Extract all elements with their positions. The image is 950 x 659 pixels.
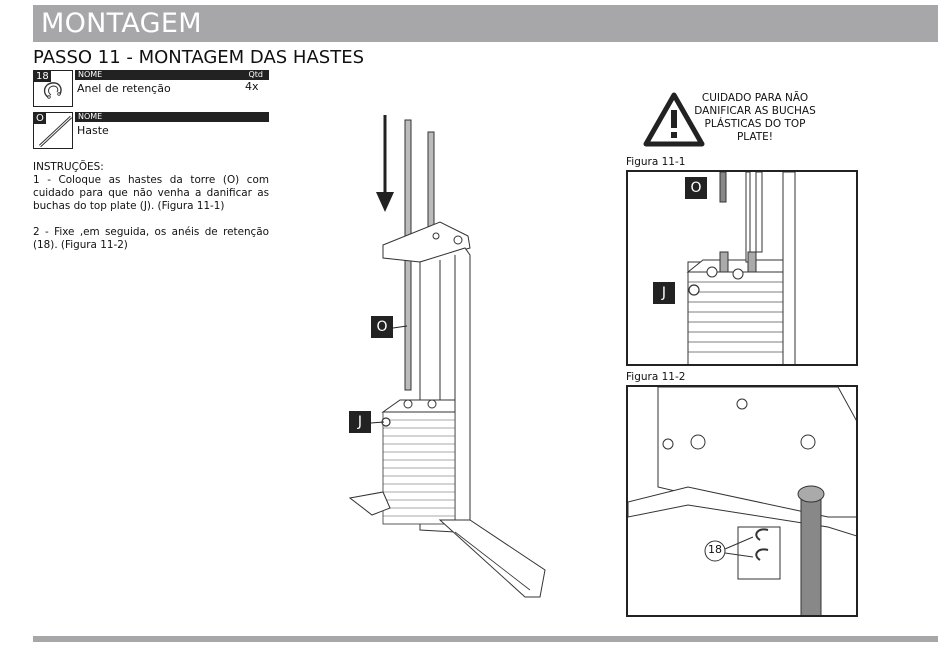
rod-icon	[38, 115, 73, 148]
instructions: INSTRUÇÕES: 1 - Coloque as hastes da tor…	[33, 161, 269, 252]
label-j: J	[349, 411, 371, 433]
figure-11-2-drawing	[628, 387, 856, 615]
part-name: Anel de retenção	[77, 82, 171, 95]
label-j: J	[653, 282, 675, 304]
warning-text: CUIDADO PARA NÃO DANIFICAR AS BUCHAS PLÁ…	[694, 92, 816, 143]
name-label: NOME	[78, 112, 103, 121]
label-o: O	[685, 177, 707, 199]
part-row-o: O NOME Haste	[33, 112, 269, 152]
step-title: PASSO 11 - MONTAGEM DAS HASTES	[33, 47, 365, 68]
figure-caption: Figura 11-2	[626, 371, 686, 383]
part-row-18: 18 NOME Qtd Anel de retenção 4x	[33, 70, 269, 110]
part-number: 18	[34, 71, 51, 82]
instruction-step-2: 2 - Fixe ,em seguida, os anéis de retenç…	[33, 226, 269, 251]
qty-label: Qtd	[248, 70, 263, 79]
tower-assembly-drawing	[348, 115, 546, 598]
part-header: NOME	[75, 112, 269, 122]
figure-11-1: O J	[626, 170, 858, 366]
part-name: Haste	[77, 124, 109, 137]
label-18: 18	[708, 543, 722, 556]
name-label: NOME	[78, 70, 103, 79]
label-o: O	[371, 316, 393, 338]
part-qty: 4x	[245, 80, 259, 93]
figure-11-1-drawing	[686, 172, 796, 364]
instructions-title: INSTRUÇÕES:	[33, 161, 104, 173]
instruction-step-1: 1 - Coloque as hastes da torre (O) com c…	[33, 174, 269, 212]
leader-lines	[370, 325, 408, 424]
figure-11-2: 18	[626, 385, 858, 617]
part-header: NOME Qtd	[75, 70, 269, 80]
part-number: O	[34, 113, 46, 124]
figure-caption: Figura 11-1	[626, 156, 686, 168]
header-bar: MONTAGEM	[33, 5, 938, 42]
footer-bar	[33, 636, 938, 642]
part-image-box: 18	[33, 70, 73, 107]
page-title: MONTAGEM	[41, 8, 202, 39]
part-image-box: O	[33, 112, 73, 149]
retaining-ring-icon	[43, 82, 62, 99]
warning-triangle-icon	[643, 92, 705, 147]
